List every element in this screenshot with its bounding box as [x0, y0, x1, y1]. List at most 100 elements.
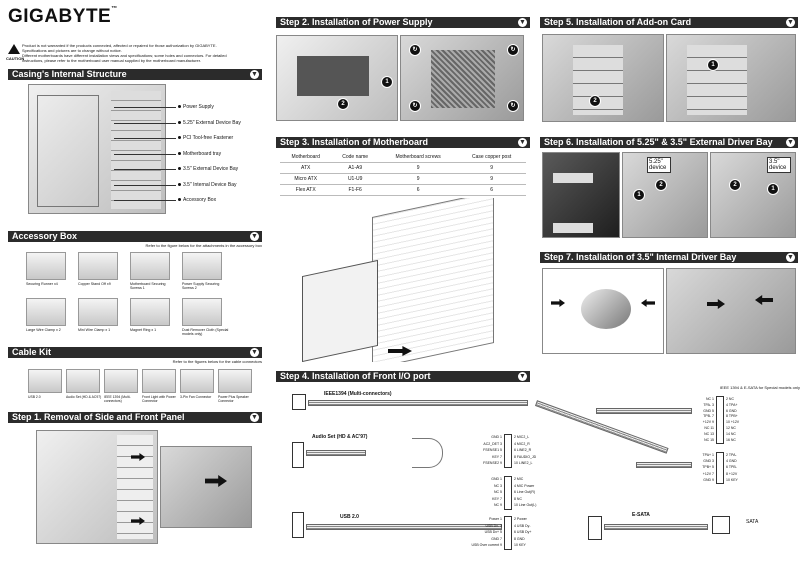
casing-label-text: 5.25" External Device Bay [183, 120, 241, 126]
pin-label: 2 TPA- [726, 453, 737, 457]
arrow-down-icon: ▼ [250, 348, 259, 357]
arrow-down-icon: ▼ [250, 413, 259, 422]
accessory-item-image [182, 298, 222, 326]
accessory-item-image [78, 252, 118, 280]
usb-label: USB 2.0 [340, 514, 359, 520]
pin-label: 14 NC [726, 431, 736, 436]
accessory-item-label: Mini Wire Clamp x 1 [78, 328, 111, 332]
pin-label: NC 15 [704, 437, 714, 442]
brand-logo: GIGABYTE™ [8, 6, 118, 27]
pin-label: 6 TPB- [726, 465, 737, 470]
pin-label: 8 FAUDIO_JD [514, 454, 537, 459]
audio-label: Audio Set (HD & AC'97) [312, 434, 368, 440]
arrow-down-icon: ▼ [518, 138, 527, 147]
casing-leader-line [114, 138, 176, 139]
audio-header-hd [504, 434, 512, 468]
casing-label: 3.5" Internal Device Bay [178, 182, 236, 188]
pin-label: 2 NC [726, 397, 734, 401]
pin-label: KEY 7 [492, 496, 502, 501]
pin-label: 6 Line Out(R) [514, 490, 536, 495]
casing-label: PCI Tool-free Fastener [178, 135, 233, 141]
pin-label: +12V 9 [702, 420, 714, 425]
step5-photo-right: 1 [666, 34, 796, 122]
pin-label: AC2_DET 3 [483, 441, 502, 446]
pin-label: 16 NC [726, 437, 736, 442]
pin-label: TPB- 7 [703, 414, 714, 419]
step7-photo-right [666, 268, 796, 354]
pin-label: 4 MIC2_R [514, 441, 530, 446]
pin-label: TPA+ 1 [702, 453, 714, 457]
table-cell: U1-U9 [331, 173, 379, 185]
pin-label: GND 1 [491, 477, 502, 481]
section-step7: Step 7. Installation of 3.5" Internal Dr… [540, 252, 798, 263]
ieee-branch-bottom [636, 462, 692, 468]
step5-photo-left: 2 [542, 34, 664, 122]
pin-label: NC 13 [704, 431, 714, 436]
accessory-item-image [130, 252, 170, 280]
casing-photo [28, 84, 166, 214]
step2-photo-left: 1 2 [276, 35, 398, 121]
section-step6: Step 6. Installation of 5.25" & 3.5" Ext… [540, 137, 798, 148]
pin-label: 8 GND [514, 536, 525, 541]
accessory-note: Refer to the figure below for the attach… [145, 243, 262, 248]
cable-item-label: Audio Set (HD & AC97) [66, 395, 102, 399]
cable-item-label: IEEE 1394 (Multi-connectors) [104, 395, 131, 404]
pin-label: 2 Power [514, 517, 527, 521]
pin-label: NC 5 [494, 490, 502, 495]
pin-label: 2 MIC [514, 477, 524, 481]
accessory-item-image [182, 252, 222, 280]
step2-photo-right: ↻ ↻ ↻ ↻ [400, 35, 524, 121]
pin-label: KEY 7 [492, 454, 502, 459]
pin-label: 8 NC [514, 496, 522, 501]
cable-item-image [28, 369, 62, 393]
pin-label: 10 KEY [726, 477, 738, 482]
table-header-cell: Motherboard [280, 152, 332, 163]
casing-leader-line [114, 169, 176, 170]
pin-label: 10 LINE2_L [514, 461, 533, 466]
warning-text: Product is not warranted if the products… [22, 43, 227, 63]
section-casing: Casing's Internal Structure▼ [8, 69, 262, 80]
cable-item-image [66, 369, 100, 393]
arrow-down-icon: ▼ [250, 70, 259, 79]
audio-port [292, 442, 304, 468]
pin-label: FSENSE2 9 [483, 461, 502, 466]
bullet-dot [178, 121, 181, 125]
arrow-down-icon: ▼ [786, 138, 795, 147]
cable-item-image [142, 369, 176, 393]
step7-photo-left [542, 268, 664, 354]
pin-label: Power 1 [489, 517, 502, 521]
pin-label: GND 7 [491, 536, 502, 541]
bullet-dot [178, 136, 181, 140]
accessory-item-image [130, 298, 170, 326]
accessory-item-label: Magnet Ring x 1 [130, 328, 157, 332]
section-step4: Step 4. Installation of Front I/O port▼ [276, 371, 530, 382]
table-cell: 9 [457, 162, 526, 174]
casing-label: Accessory Box [178, 197, 216, 203]
esata-cable [604, 524, 708, 530]
usb-cable [306, 524, 502, 530]
pin-label: 10 +12V [726, 420, 740, 425]
io-note: IEEE 1394 & E-SATA for Special models on… [719, 385, 800, 390]
ieee1394-label: IEEE1394 (Multi-connectors) [324, 391, 392, 397]
casing-label-text: Power Supply [183, 104, 214, 110]
step6-photo-3: 3.5" device 2 1 [710, 152, 796, 238]
section-step3: Step 3. Installation of Motherboard▼ [276, 137, 530, 148]
step6-photo-2: 5.25" device 1 2 [622, 152, 708, 238]
pin-label: TPB+ 5 [702, 465, 714, 470]
casing-leader-line [114, 185, 176, 186]
sata-connector [712, 516, 730, 534]
section-step5: Step 5. Installation of Add-on Card▼ [540, 17, 798, 28]
sata-label: SATA [746, 519, 759, 525]
casing-label-text: Motherboard tray [183, 151, 222, 157]
accessory-item-label: Copper Stand Off x9 [78, 282, 111, 286]
accessory-item-image [26, 252, 66, 280]
esata-label: E-SATA [632, 512, 650, 518]
ieee1394-cable [308, 400, 528, 406]
pin-label: 8 TPB+ [726, 414, 738, 419]
table-cell: Flex ATX [280, 184, 332, 196]
table-header-cell: Case copper post [457, 152, 526, 163]
accessory-item-image [78, 298, 118, 326]
table-cell: ATX [280, 162, 332, 174]
table-cell: 6 [457, 184, 526, 196]
